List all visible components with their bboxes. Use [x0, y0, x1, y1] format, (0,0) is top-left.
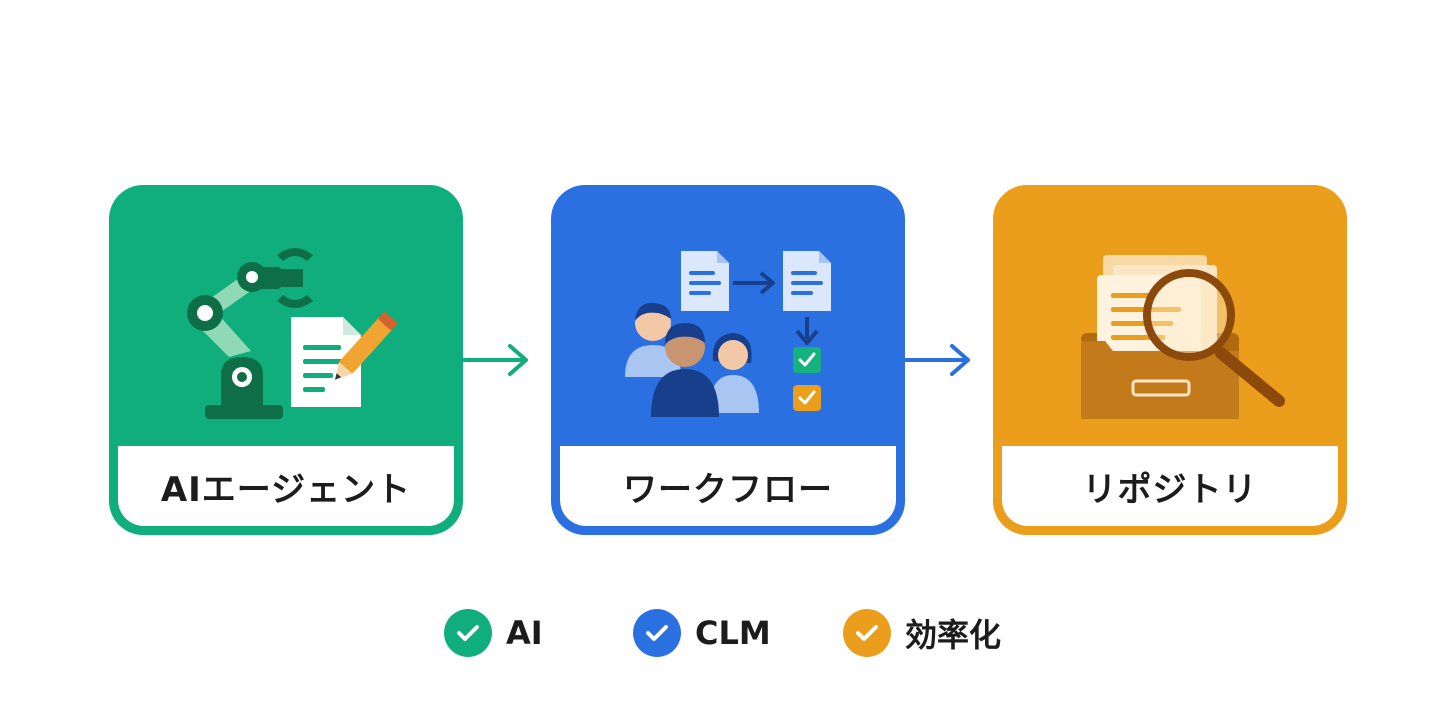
- check-circle-icon: [843, 609, 891, 657]
- legend-item-clm: CLM: [633, 608, 771, 658]
- legend-item-efficiency: 効率化: [843, 608, 1001, 658]
- legend: AI CLM 効率化: [0, 608, 1456, 658]
- step-label-box: AIエージェント: [118, 446, 454, 526]
- step-label: ワークフロー: [623, 469, 833, 510]
- legend-item-ai: AI: [444, 608, 543, 658]
- step-card-ai-agent: AIエージェント: [109, 185, 463, 535]
- archive-search-icon: [1081, 255, 1285, 419]
- legend-label: AI: [506, 614, 543, 652]
- legend-label: CLM: [695, 614, 771, 652]
- arrow-right-icon: [462, 344, 528, 376]
- legend-label: 効率化: [905, 616, 1002, 654]
- step-label: リポジトリ: [1082, 469, 1258, 510]
- step-card-repository: リポジトリ: [993, 185, 1347, 535]
- step-label: AIエージェント: [160, 469, 412, 510]
- robot-arm-writing-document-icon: [187, 248, 397, 419]
- step-label-box: リポジトリ: [1002, 446, 1338, 526]
- arrow-right-icon: [904, 344, 970, 376]
- check-circle-icon: [444, 609, 492, 657]
- team-workflow-approval-icon: [625, 251, 831, 417]
- check-circle-icon: [633, 609, 681, 657]
- step-card-workflow: ワークフロー: [551, 185, 905, 535]
- step-label-box: ワークフロー: [560, 446, 896, 526]
